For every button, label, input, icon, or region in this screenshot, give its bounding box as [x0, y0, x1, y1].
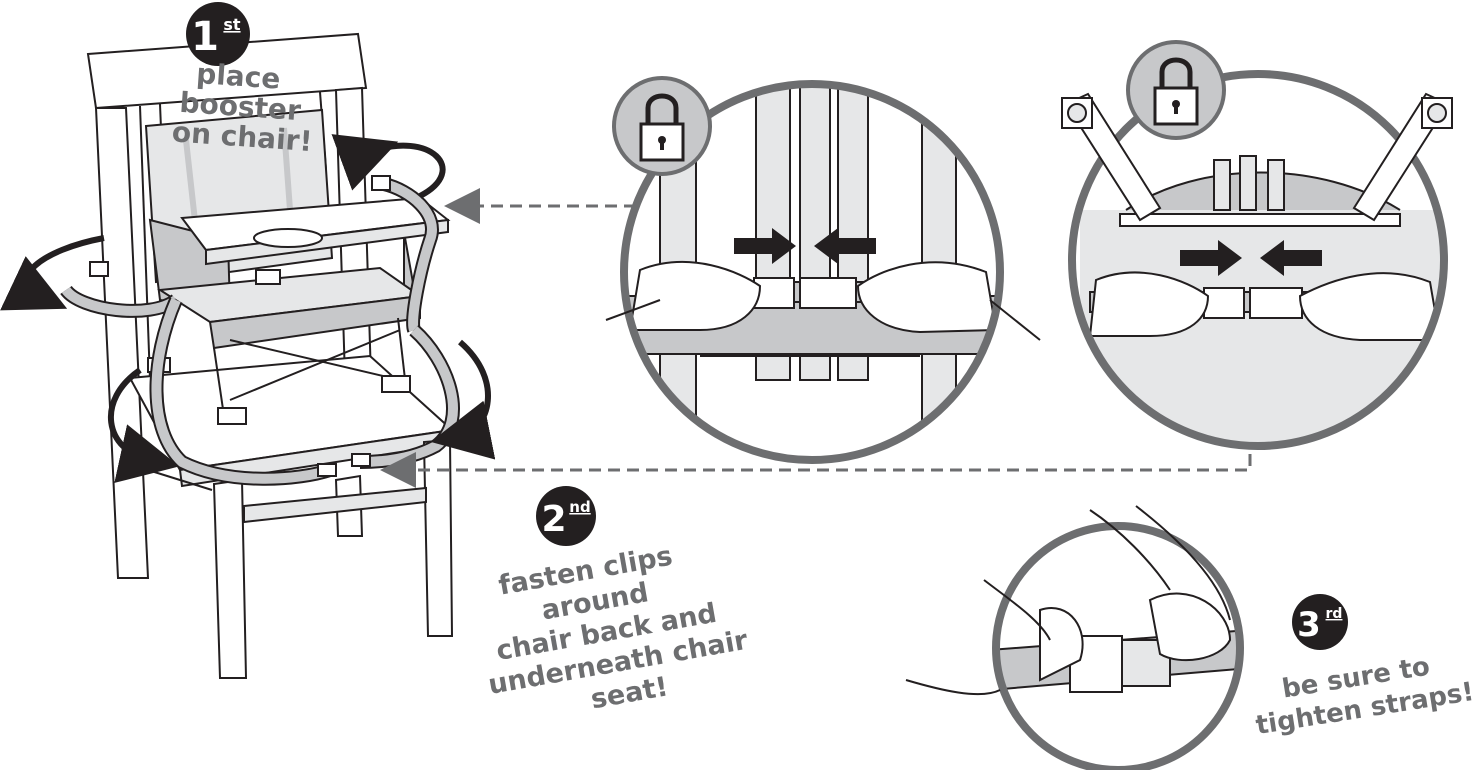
arrow-right-icon	[1180, 240, 1242, 276]
step-3-suffix: rd	[1326, 606, 1343, 622]
arrow-left-icon	[814, 228, 876, 264]
step-1-line-1: place	[195, 57, 281, 96]
padlock-icon	[1126, 40, 1226, 140]
step-1-suffix: st	[223, 15, 241, 34]
step-1-badge: 1 st	[186, 2, 250, 66]
detail-chair-back	[605, 80, 1041, 464]
booster-seat	[144, 108, 451, 425]
step-3-number: 3	[1297, 605, 1321, 645]
detail-tighten-strap	[905, 505, 1244, 770]
step-1-number: 1	[191, 14, 219, 60]
step-3-text: be sure to tighten straps!	[1254, 652, 1476, 742]
detail-under-seat	[1061, 70, 1453, 450]
step-2-suffix: nd	[569, 498, 590, 516]
step-3-badge: 3 rd	[1292, 594, 1348, 650]
step-2-text: fasten clips around chair back and under…	[486, 541, 751, 716]
leader-lines	[380, 188, 1252, 488]
step-2-number: 2	[541, 499, 566, 540]
arrow-right-icon	[734, 228, 796, 264]
padlock-icon	[612, 76, 712, 176]
rotate-arrow-icon	[0, 134, 496, 483]
step-2-badge: 2 nd	[536, 486, 596, 546]
arrow-left-icon	[1260, 240, 1322, 276]
